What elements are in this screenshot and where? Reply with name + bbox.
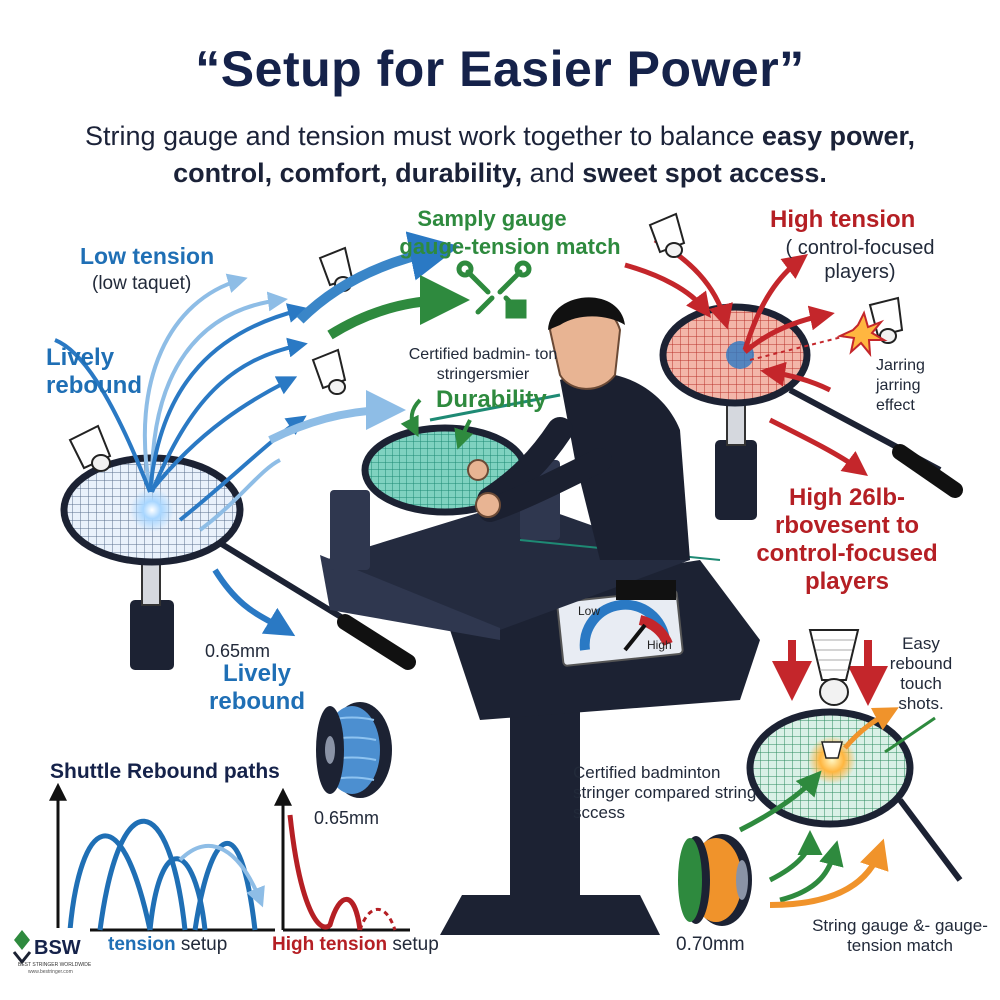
label-tension-setup: tension setup bbox=[108, 934, 227, 956]
subtitle-part: String gauge and tension must work toget… bbox=[84, 121, 762, 151]
subtitle-part: and bbox=[522, 158, 583, 188]
wrench-icon bbox=[456, 260, 532, 319]
string-reel-icon bbox=[678, 834, 752, 926]
impact-burst-icon bbox=[836, 310, 888, 358]
bsw-logo: BSW BEST STRINGER WORLDWIDE www.bestring… bbox=[10, 928, 92, 980]
shuttlecock-icon bbox=[648, 212, 686, 258]
low-tension-racket-icon bbox=[60, 454, 416, 670]
label-certified-stringer: Certified badmin- ton stringersmier bbox=[408, 346, 558, 383]
red-down-arrows bbox=[772, 640, 888, 706]
label-low-taquet: (low taquet) bbox=[92, 273, 192, 294]
label-high-tension-setup: High tension setup bbox=[272, 934, 439, 956]
label-word: tension bbox=[108, 934, 176, 955]
label-easy-rebound: Easy rebound touch shots. bbox=[889, 634, 953, 713]
label-low-tension: Low tension bbox=[80, 243, 215, 269]
label-gauge-065: 0.65mm bbox=[205, 641, 271, 661]
label-gauge-tension-match: gauge-tension match bbox=[399, 234, 621, 259]
label-lively-rebound: Lively rebound bbox=[209, 660, 305, 715]
label-word: High tension bbox=[272, 934, 388, 955]
shuttlecock-icon bbox=[311, 348, 347, 395]
rebound-chart-high-tension bbox=[274, 787, 410, 932]
label-high-26lb: High 26lb- rbovesent to control-focused … bbox=[756, 484, 938, 595]
green-durability-arrows bbox=[400, 398, 474, 450]
page-subtitle: String gauge and tension must work toget… bbox=[60, 118, 940, 192]
shuttlecock-icon bbox=[808, 629, 860, 706]
label-high-tension: High tension bbox=[770, 206, 916, 233]
label-sample-gauge: Samply gauge bbox=[417, 206, 567, 231]
dial-high-label: High bbox=[647, 638, 672, 652]
dial-low-label: Low bbox=[578, 604, 601, 618]
label-gauge-070: 0.70mm bbox=[676, 934, 745, 955]
sweet-spot-arrows bbox=[738, 707, 936, 908]
label-lively-rebound: Lively rebound bbox=[46, 344, 142, 399]
shuttlecock-icon bbox=[68, 424, 112, 472]
label-gauge-065: 0.65mm bbox=[314, 808, 380, 828]
string-reel-icon bbox=[316, 702, 392, 798]
label-control-focused: ( control-focused players) bbox=[785, 237, 935, 283]
label-durability: Durability bbox=[436, 386, 547, 413]
svg-text:www.bestringer.com: www.bestringer.com bbox=[28, 969, 73, 975]
label-shuttle-rebound-paths: Shuttle Rebound paths bbox=[50, 760, 280, 783]
subtitle-bold: easy power, control, comfort, durability… bbox=[173, 121, 916, 188]
label-word: setup bbox=[387, 934, 439, 955]
subtitle-bold: sweet spot access. bbox=[582, 158, 827, 188]
svg-text:BSW: BSW bbox=[34, 937, 81, 959]
rebound-arrows-left bbox=[54, 273, 308, 637]
label-string-gauge-match: String gauge &- gauge-tension match bbox=[812, 916, 988, 955]
power-arrows bbox=[268, 231, 470, 444]
label-certified-stringer-compared: Certified badminton stringer compared st… bbox=[573, 763, 757, 822]
label-jarring-effect: Jarring jarring effect bbox=[876, 357, 925, 414]
label-word: setup bbox=[175, 934, 228, 955]
rebound-chart-low-tension bbox=[49, 782, 275, 932]
page-title: “Setup for Easier Power” bbox=[195, 41, 805, 97]
svg-text:BEST STRINGER WORLDWIDE: BEST STRINGER WORLDWIDE bbox=[18, 962, 92, 968]
stringer-person bbox=[467, 297, 690, 560]
